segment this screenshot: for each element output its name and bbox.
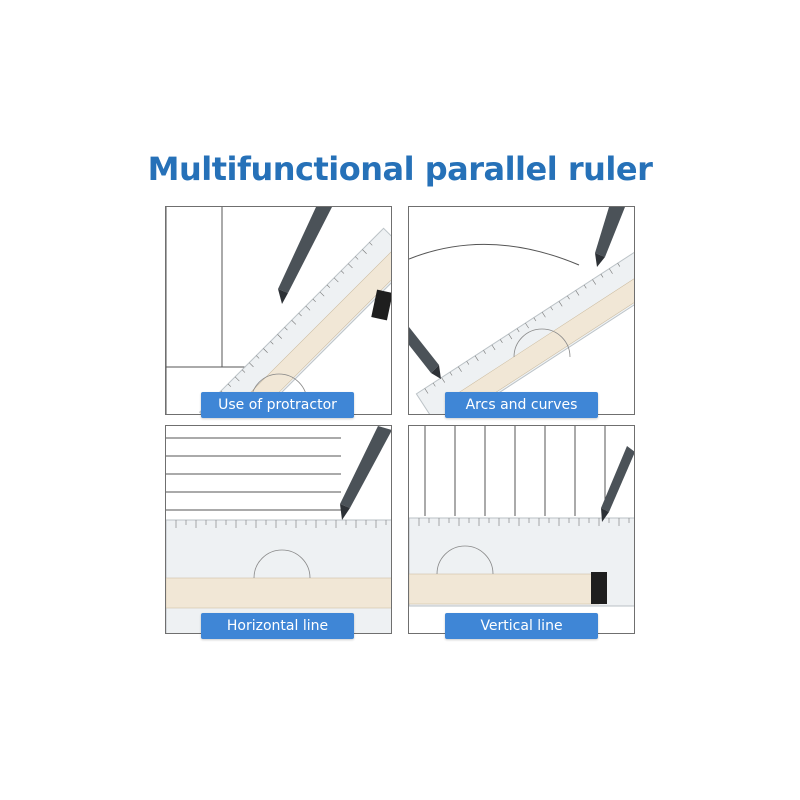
drawn-horizontal-lines	[166, 437, 341, 511]
drawn-guide-lines	[166, 207, 246, 414]
panel-vertical-line	[408, 425, 635, 634]
protractor-ruler-photo	[166, 207, 391, 414]
vertical-ruler-photo	[409, 426, 634, 607]
horizontal-ruler-photo	[166, 426, 391, 633]
pen-icon	[595, 207, 625, 267]
protractor-arc	[250, 373, 308, 403]
headline: Multifunctional parallel ruler	[147, 150, 653, 188]
roller-cap	[591, 572, 607, 604]
caption-use-of-protractor: Use of protractor	[201, 392, 354, 418]
drawn-vertical-lines	[424, 426, 606, 516]
arc-ruler-photo	[409, 207, 634, 414]
protractor-arc	[436, 545, 494, 575]
pen-icon	[340, 426, 391, 520]
pen-icon	[409, 327, 441, 379]
caption-horizontal-line: Horizontal line	[201, 613, 354, 639]
panel-use-of-protractor	[165, 206, 392, 415]
panel-arcs-and-curves	[408, 206, 635, 415]
roller-cap	[371, 289, 391, 321]
drawn-arc	[409, 243, 580, 266]
caption-vertical-line: Vertical line	[445, 613, 598, 639]
pen-icon	[278, 207, 332, 304]
pen-icon	[601, 446, 634, 522]
diagonal-ruler	[415, 246, 634, 414]
protractor-arc	[253, 549, 311, 579]
protractor-arc	[513, 328, 571, 358]
caption-arcs-and-curves: Arcs and curves	[445, 392, 598, 418]
panel-horizontal-line	[165, 425, 392, 634]
